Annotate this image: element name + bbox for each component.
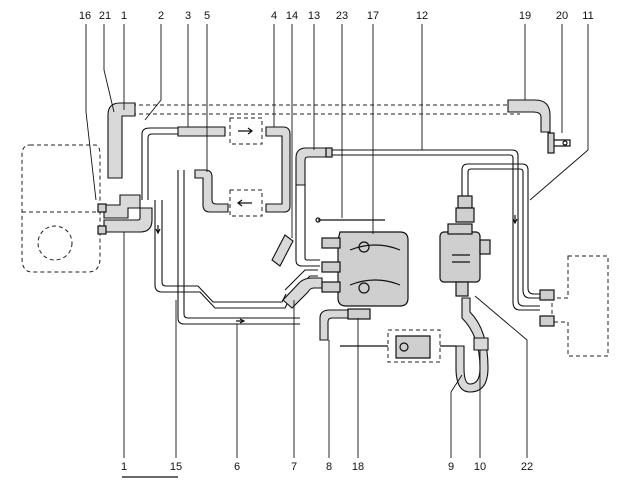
- leaders-bottom: [123, 232, 528, 458]
- callout-2-top: 2: [158, 10, 164, 22]
- callout-7-bottom: 7: [291, 461, 297, 473]
- callout-15-bottom: 15: [170, 461, 182, 473]
- callout-19-top: 19: [519, 10, 531, 22]
- callout-22-bottom: 22: [521, 461, 533, 473]
- callouts-top: 16 21 1 2 3 5 4 14 13 23 17 12 19 20 11: [79, 10, 594, 22]
- return-line-top: [107, 99, 551, 179]
- callout-12-top: 12: [416, 10, 428, 22]
- line-15-6: [154, 170, 300, 325]
- callout-5-top: 5: [204, 10, 210, 22]
- tank-connectors: [97, 194, 153, 235]
- callout-11-top: 11: [582, 10, 593, 22]
- callout-21-top: 21: [99, 10, 111, 22]
- callout-23-top: 23: [336, 10, 348, 22]
- pump-18: [319, 308, 456, 363]
- line-12: [332, 149, 540, 311]
- callout-1-bottom: 1: [121, 461, 127, 473]
- callout-14-top: 14: [286, 10, 298, 22]
- callout-18-bottom: 18: [352, 461, 364, 473]
- callout-4-top: 4: [271, 10, 277, 22]
- callout-9-bottom: 9: [448, 461, 454, 473]
- callout-13-top: 13: [308, 10, 320, 22]
- fuel-tank: [21, 144, 101, 273]
- pump-lower: [194, 169, 263, 217]
- callout-3-top: 3: [185, 10, 191, 22]
- callout-8-bottom: 8: [326, 461, 332, 473]
- canister-17: [315, 217, 409, 307]
- callout-20-top: 20: [556, 10, 568, 22]
- leaders-top: [85, 24, 589, 238]
- callout-16-top: 16: [79, 10, 91, 22]
- engine-block: [539, 255, 609, 357]
- fuel-filter-22: [439, 223, 491, 297]
- callouts-bottom: 1 15 6 7 8 18 9 10 22: [121, 461, 533, 473]
- line-14-7: [271, 234, 323, 309]
- pump-upper: [229, 117, 291, 213]
- callout-17-top: 17: [367, 10, 379, 22]
- hose-loop-9-10: [455, 297, 489, 393]
- valve-20: [547, 132, 571, 154]
- line-13: [295, 147, 333, 267]
- callout-6-bottom: 6: [234, 461, 240, 473]
- line-11: [455, 163, 540, 299]
- callout-1-top: 1: [121, 10, 127, 22]
- callout-10-bottom: 10: [474, 461, 486, 473]
- line-2: [141, 126, 226, 200]
